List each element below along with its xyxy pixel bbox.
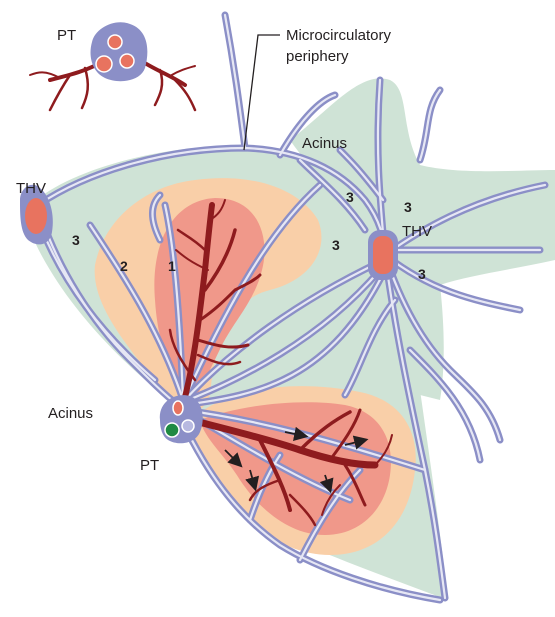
terminal-hepatic-venule-right: [368, 230, 398, 280]
zone-3-number: 3: [332, 237, 340, 253]
zone-1-number: 1: [168, 258, 176, 274]
microcirculatory-label: Microcirculatory: [286, 27, 392, 44]
portal-tract-bottom: [160, 395, 203, 443]
zone-3-number: 3: [404, 199, 412, 215]
zone-3-number: 3: [418, 266, 426, 282]
acinus-left-label: Acinus: [48, 405, 93, 422]
portal-tract-bottom-label: PT: [140, 457, 159, 474]
thv-left-label: THV: [16, 180, 46, 197]
thv-right-label: THV: [402, 223, 432, 240]
periphery-label: periphery: [286, 48, 349, 65]
portal-tract-top-label: PT: [57, 27, 76, 44]
zone-3-number: 3: [346, 189, 354, 205]
zone-2-number: 2: [120, 258, 128, 274]
microcirculatory-leader-line: [244, 35, 280, 150]
zone-3-number: 3: [72, 232, 80, 248]
acinus-top-label: Acinus: [302, 135, 347, 152]
portal-tract-top: [91, 22, 148, 81]
